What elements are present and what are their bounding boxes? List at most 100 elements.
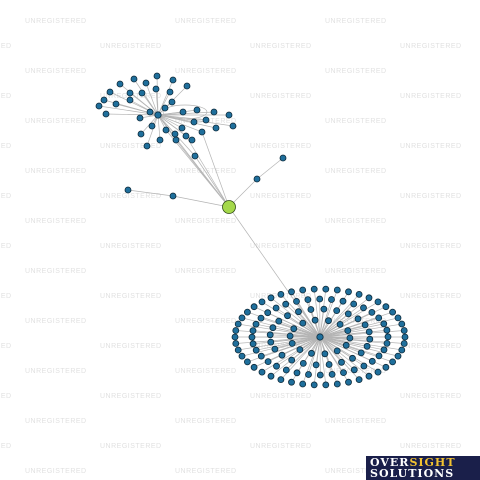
south-leaf-node[interactable] (382, 363, 390, 371)
south-leaf-node[interactable] (355, 376, 363, 384)
south-leaf-node[interactable] (232, 327, 240, 334)
south-leaf-node[interactable] (252, 320, 260, 328)
south-leaf-node[interactable] (308, 349, 315, 357)
south-leaf-node[interactable] (383, 326, 391, 334)
south-leaf-node[interactable] (299, 359, 307, 367)
south-leaf-node[interactable] (293, 369, 301, 377)
south-leaf-node[interactable] (365, 328, 373, 336)
south-leaf-node[interactable] (354, 315, 362, 323)
north-leaf-node[interactable] (152, 85, 160, 93)
south-leaf-node[interactable] (277, 376, 285, 384)
south-leaf-node[interactable] (339, 297, 347, 305)
south-leaf-node[interactable] (310, 381, 318, 389)
north-leaf-node[interactable] (100, 96, 108, 104)
north-leaf-node[interactable] (191, 152, 199, 160)
south-leaf-node[interactable] (271, 345, 279, 353)
south-leaf-node[interactable] (249, 327, 257, 335)
south-leaf-node[interactable] (299, 319, 307, 327)
north-leaf-node[interactable] (130, 75, 138, 83)
south-leaf-node[interactable] (400, 340, 408, 347)
north-leaf-node[interactable] (172, 136, 180, 144)
south-leaf-node[interactable] (296, 346, 304, 354)
north-leaf-node[interactable] (156, 136, 164, 144)
south-leaf-node[interactable] (368, 357, 376, 365)
south-leaf-node[interactable] (389, 308, 397, 316)
south-leaf-node[interactable] (288, 339, 296, 347)
south-leaf-node[interactable] (288, 378, 295, 386)
north-hub-node[interactable] (154, 111, 162, 119)
south-leaf-node[interactable] (368, 308, 376, 316)
south-leaf-node[interactable] (345, 378, 352, 386)
north-leaf-node[interactable] (153, 72, 161, 80)
south-leaf-node[interactable] (340, 369, 347, 377)
south-leaf-node[interactable] (365, 294, 373, 302)
south-leaf-node[interactable] (316, 295, 324, 303)
north-leaf-node[interactable] (179, 108, 187, 116)
south-leaf-node[interactable] (360, 362, 368, 370)
south-leaf-node[interactable] (322, 381, 330, 389)
south-leaf-node[interactable] (278, 351, 286, 359)
north-leaf-node[interactable] (210, 108, 218, 116)
north-leaf-node[interactable] (143, 142, 151, 150)
south-leaf-node[interactable] (305, 371, 312, 378)
central-company-node[interactable] (222, 200, 236, 214)
south-leaf-node[interactable] (258, 368, 266, 376)
south-leaf-node[interactable] (264, 309, 272, 317)
north-leaf-node[interactable] (95, 102, 103, 110)
south-leaf-node[interactable] (277, 290, 285, 298)
south-leaf-node[interactable] (282, 366, 290, 374)
south-leaf-node[interactable] (249, 340, 257, 348)
north-leaf-node[interactable] (229, 122, 237, 130)
south-leaf-node[interactable] (311, 316, 319, 324)
south-leaf-node[interactable] (316, 371, 324, 379)
south-leaf-node[interactable] (269, 324, 277, 332)
south-leaf-node[interactable] (267, 338, 275, 346)
direct-leaf-node[interactable] (169, 192, 177, 200)
north-leaf-node[interactable] (161, 104, 169, 112)
south-leaf-node[interactable] (282, 300, 290, 308)
south-leaf-node[interactable] (243, 308, 251, 316)
south-leaf-node[interactable] (382, 303, 390, 311)
south-leaf-node[interactable] (398, 320, 406, 328)
south-leaf-node[interactable] (275, 317, 283, 325)
south-leaf-node[interactable] (234, 320, 242, 328)
north-leaf-node[interactable] (225, 111, 233, 119)
south-leaf-node[interactable] (361, 321, 369, 329)
north-leaf-node[interactable] (126, 89, 134, 97)
south-leaf-node[interactable] (238, 352, 246, 360)
south-leaf-node[interactable] (231, 333, 239, 341)
south-leaf-node[interactable] (346, 334, 354, 342)
direct-leaf-node[interactable] (124, 186, 132, 194)
south-leaf-node[interactable] (375, 352, 383, 360)
south-leaf-node[interactable] (250, 363, 258, 371)
south-leaf-node[interactable] (238, 314, 246, 322)
south-leaf-node[interactable] (248, 333, 256, 341)
north-leaf-node[interactable] (188, 136, 196, 144)
north-leaf-node[interactable] (198, 128, 206, 136)
south-leaf-node[interactable] (383, 339, 391, 347)
south-leaf-node[interactable] (374, 368, 382, 376)
south-leaf-node[interactable] (307, 306, 315, 313)
south-leaf-node[interactable] (286, 332, 294, 340)
south-leaf-node[interactable] (273, 362, 280, 370)
south-leaf-node[interactable] (333, 307, 341, 315)
south-leaf-node[interactable] (344, 327, 352, 335)
south-leaf-node[interactable] (328, 370, 336, 378)
south-leaf-node[interactable] (333, 380, 341, 388)
north-leaf-node[interactable] (202, 116, 210, 124)
south-leaf-node[interactable] (363, 342, 371, 350)
south-leaf-node[interactable] (232, 340, 240, 347)
direct-leaf-node[interactable] (253, 175, 261, 183)
north-leaf-node[interactable] (162, 126, 170, 134)
south-leaf-node[interactable] (267, 372, 275, 380)
south-leaf-node[interactable] (299, 380, 307, 388)
north-leaf-node[interactable] (137, 130, 145, 138)
south-hub-node[interactable] (316, 333, 324, 341)
north-leaf-node[interactable] (168, 98, 176, 106)
south-leaf-node[interactable] (321, 350, 329, 358)
north-leaf-node[interactable] (136, 114, 144, 122)
north-leaf-node[interactable] (126, 96, 134, 104)
north-leaf-node[interactable] (142, 79, 150, 87)
south-leaf-node[interactable] (389, 358, 397, 366)
north-leaf-node[interactable] (193, 106, 201, 114)
